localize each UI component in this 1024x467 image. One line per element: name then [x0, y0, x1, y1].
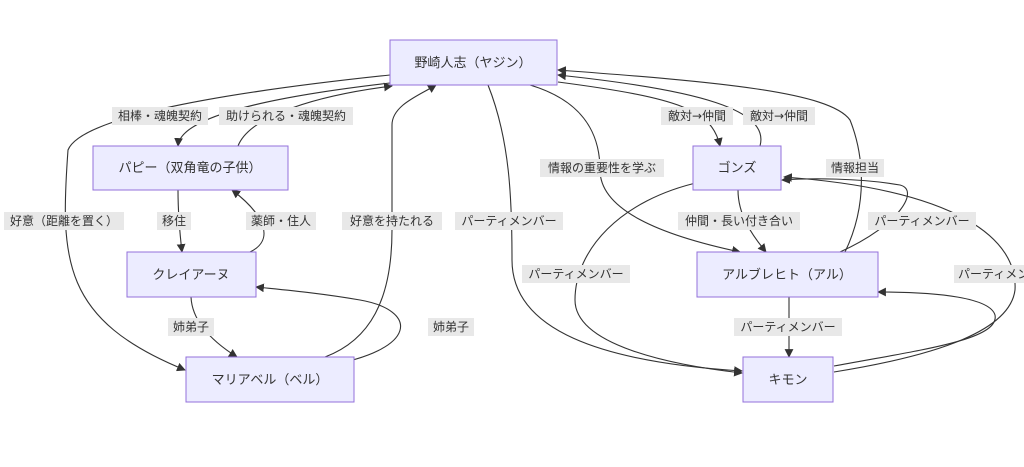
svg-text:パピー（双角竜の子供）: パピー（双角竜の子供）	[118, 161, 261, 176]
node-albrecht: アルブレヒト（アル）	[696, 251, 879, 298]
edge-label: 情報の重要性を学ぶ	[540, 159, 664, 177]
edge-label: 姉弟子	[168, 318, 214, 336]
edge-label: 敵対→仲間	[661, 107, 733, 125]
edge-kimon-albrecht	[833, 287, 996, 367]
svg-text:敵対→仲間: 敵対→仲間	[668, 108, 726, 123]
node-maria: マリアベル（ベル）	[185, 356, 355, 403]
svg-text:相棒・魂魄契約: 相棒・魂魄契約	[118, 108, 202, 123]
edge-label: 仲間・長い付き合い	[678, 212, 800, 230]
node-kimon: キモン	[742, 356, 834, 403]
edge-gonz-yajin	[557, 71, 762, 147]
edge-label: パーティメンバー	[954, 265, 1024, 283]
node-papi: パピー（双角竜の子供）	[92, 145, 289, 191]
node-claire: クレイアーヌ	[126, 251, 257, 298]
edge-albrecht-yajin	[557, 66, 862, 253]
edge-kimon-gonz	[783, 173, 1016, 373]
svg-text:好意を持たれる: 好意を持たれる	[350, 213, 434, 228]
edge-label: パーティメンバー	[522, 265, 630, 283]
edge-maria-yajin	[324, 84, 437, 358]
svg-text:パーティメンバー: パーティメンバー	[874, 214, 969, 228]
edge-label: 薬師・住人	[246, 212, 316, 230]
edge-label: 敵対→仲間	[743, 107, 815, 125]
svg-text:アルブレヒト（アル）: アルブレヒト（アル）	[722, 267, 852, 283]
edge-gonz-kimon	[574, 181, 743, 377]
edge-yajin-maria	[64, 74, 391, 372]
edge-label: パーティメンバー	[734, 318, 842, 336]
svg-text:情報担当: 情報担当	[831, 161, 879, 175]
node-yajin: 野崎人志（ヤジン）	[389, 39, 558, 86]
svg-text:助けられる・魂魄契約: 助けられる・魂魄契約	[226, 108, 346, 123]
svg-text:パーティメンバー: パーティメンバー	[958, 267, 1024, 281]
svg-text:情報の重要性を学ぶ: 情報の重要性を学ぶ	[548, 160, 656, 175]
svg-text:薬師・住人: 薬師・住人	[251, 214, 311, 228]
edge-yajin-gonz	[557, 81, 723, 147]
svg-text:野崎人志（ヤジン）: 野崎人志（ヤジン）	[414, 56, 531, 71]
svg-text:キモン: キモン	[768, 373, 807, 388]
svg-text:移住: 移住	[162, 214, 186, 228]
svg-text:ゴンズ: ゴンズ	[718, 160, 757, 176]
node-gonz: ゴンズ	[692, 145, 782, 191]
svg-text:パーティメンバー: パーティメンバー	[528, 267, 623, 281]
edge-maria-claire	[255, 283, 402, 367]
edge-label: 情報担当	[826, 159, 884, 177]
edge-label: 助けられる・魂魄契約	[219, 107, 353, 125]
edge-label: 姉弟子	[428, 318, 474, 336]
svg-text:パーティメンバー: パーティメンバー	[740, 320, 835, 334]
svg-text:マリアベル（ベル）: マリアベル（ベル）	[212, 373, 329, 388]
edge-label: パーティメンバー	[868, 212, 976, 230]
svg-text:パーティメンバー: パーティメンバー	[461, 214, 556, 228]
edge-label: 好意（距離を置く）	[4, 212, 124, 230]
svg-text:仲間・長い付き合い: 仲間・長い付き合い	[685, 213, 793, 228]
edge-label: パーティメンバー	[455, 212, 563, 230]
edge-label: 移住	[157, 212, 191, 230]
svg-text:姉弟子: 姉弟子	[433, 319, 469, 334]
edge-label: 好意を持たれる	[342, 212, 442, 230]
svg-text:敵対→仲間: 敵対→仲間	[750, 108, 808, 123]
svg-text:好意（距離を置く）: 好意（距離を置く）	[10, 213, 118, 228]
svg-text:姉弟子: 姉弟子	[173, 319, 209, 334]
svg-text:クレイアーヌ: クレイアーヌ	[152, 268, 229, 283]
edge-yajin-kimon	[487, 84, 743, 375]
edge-label: 相棒・魂魄契約	[112, 107, 208, 125]
